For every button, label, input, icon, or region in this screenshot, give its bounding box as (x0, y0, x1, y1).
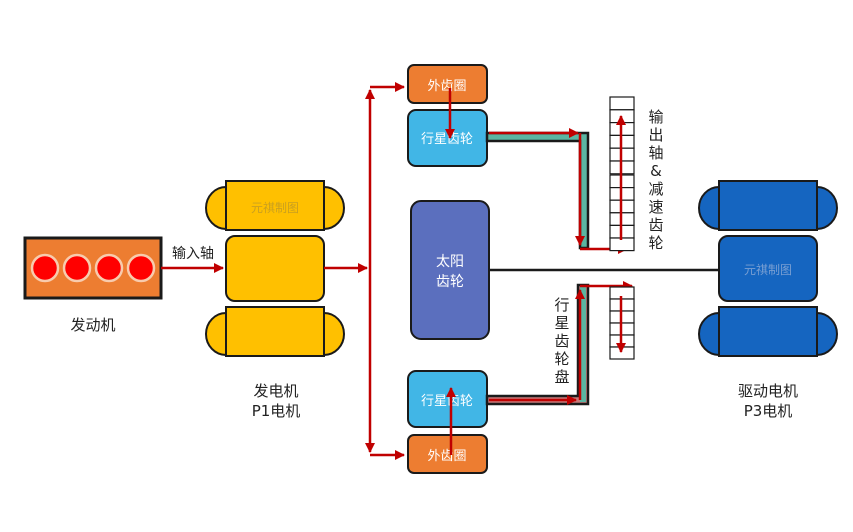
engine-cylinders (30, 253, 156, 283)
planet-carrier-label-char: 盘 (554, 368, 569, 386)
engine: 发动机 (23, 236, 163, 334)
upper-carrier-arm (485, 128, 628, 254)
input-shaft-label: 输入轴 (172, 246, 214, 262)
planet-carrier-label-char: 轮 (554, 350, 569, 368)
lower-carrier-arm (485, 281, 633, 406)
generator-bottom-coil (225, 306, 325, 357)
output-gear-segment (609, 96, 635, 111)
lower-ring-gear (407, 434, 488, 474)
output-shaft-label-char: 速 (648, 198, 663, 216)
sun-gear-label-line1: 太阳 (436, 254, 464, 270)
motor-top-left-cap (698, 185, 720, 231)
generator-top-right-cap (323, 185, 345, 231)
planet-carrier-label-char: 行 (554, 296, 569, 314)
motor-bottom-left-cap (698, 311, 720, 357)
motor-top-coil (718, 180, 818, 231)
drive-motor-p3: 元祺制图 驱动电机 P3电机 (698, 180, 838, 420)
planet-carrier-label-char: 齿 (554, 332, 569, 350)
lower-planet-gear-label: 行星齿轮 (421, 394, 473, 409)
upper-ring-gear-label: 外齿圈 (427, 79, 466, 94)
drive-motor-label-line2: P3电机 (744, 402, 793, 420)
engine-cylinder (126, 253, 156, 283)
generator-label-line2: P1电机 (252, 402, 301, 420)
output-shaft-label-char: 齿 (648, 216, 663, 234)
output-shaft-label-char: 出 (648, 126, 663, 144)
drive-motor-label-line1: 驱动电机 (738, 382, 798, 400)
engine-cylinder (94, 253, 124, 283)
motor-top-right-cap (816, 185, 838, 231)
sun-gear (410, 200, 490, 340)
motor-bottom-coil (718, 306, 818, 357)
generator-watermark: 元祺制图 (251, 201, 299, 215)
upper-planet-gear-label: 行星齿轮 (421, 132, 473, 147)
engine-label: 发动机 (70, 316, 115, 334)
sun-gear-label-line2: 齿轮 (436, 274, 464, 290)
motor-bottom-right-cap (816, 311, 838, 357)
generator-label-line1: 发电机 (253, 382, 298, 400)
output-shaft-label-char: 轴 (648, 144, 663, 162)
output-shaft-label-char: 输 (648, 108, 663, 126)
motor-rotor (718, 235, 818, 302)
planet-carrier-label-char: 星 (554, 314, 569, 332)
generator-p1: 元祺制图 发电机 P1电机 (205, 180, 345, 420)
lower-ring-gear-label: 外齿圈 (427, 449, 466, 464)
output-shaft-label-char: 轮 (648, 234, 663, 252)
engine-cylinder (30, 253, 60, 283)
engine-cylinder (62, 253, 92, 283)
generator-rotor (225, 235, 325, 302)
generator-bottom-right-cap (323, 311, 345, 357)
generator-top-left-cap (205, 185, 227, 231)
generator-bottom-left-cap (205, 311, 227, 357)
motor-watermark: 元祺制图 (744, 263, 792, 277)
output-shaft-label-char: 减 (648, 180, 663, 198)
generator-top-coil (225, 180, 325, 231)
upper-ring-gear (407, 64, 488, 104)
output-shaft-label-char: & (650, 162, 662, 180)
